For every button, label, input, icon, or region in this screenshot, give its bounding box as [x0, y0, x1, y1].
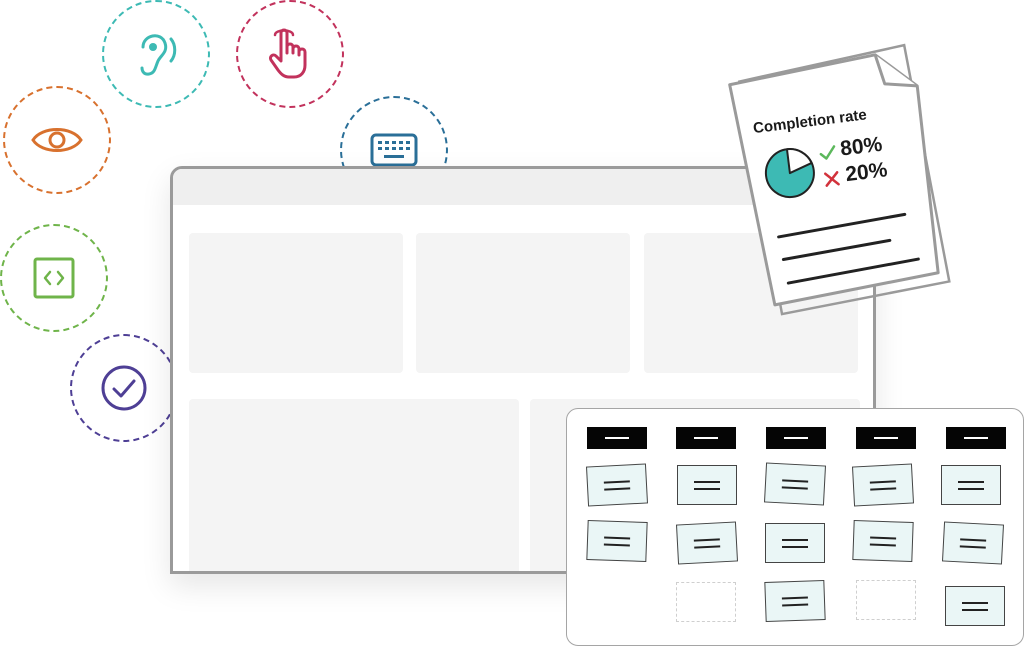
column-header	[676, 427, 736, 449]
sort-card[interactable]	[677, 465, 737, 505]
column-header	[946, 427, 1006, 449]
sort-card[interactable]	[675, 521, 739, 565]
sort-card[interactable]	[763, 462, 827, 506]
sort-card[interactable]	[586, 519, 648, 563]
column-header	[856, 427, 916, 449]
column-header	[587, 427, 647, 449]
sort-card[interactable]	[851, 463, 915, 507]
touch-icon-circle	[236, 0, 344, 108]
sort-card[interactable]	[765, 523, 825, 563]
hearing-icon-circle	[102, 0, 210, 108]
completion-pie-chart	[764, 148, 815, 199]
code-icon-circle	[0, 224, 108, 332]
empty-card-slot[interactable]	[856, 580, 916, 620]
check-icon	[101, 365, 147, 411]
fail-percentage: 20%	[844, 158, 889, 187]
pass-percentage: 80%	[838, 132, 884, 161]
eye-icon	[31, 128, 83, 152]
content-panel	[416, 233, 630, 373]
sort-card[interactable]	[945, 586, 1005, 626]
empty-card-slot[interactable]	[676, 582, 736, 622]
keyboard-icon	[370, 133, 418, 167]
code-icon	[33, 257, 75, 299]
card-sort-board	[566, 408, 1024, 646]
sort-card[interactable]	[585, 463, 649, 507]
content-panel	[189, 233, 403, 373]
sort-card[interactable]	[941, 521, 1005, 565]
sort-card[interactable]	[852, 519, 914, 563]
completion-report: Completion rate 80% 20%	[714, 32, 965, 327]
sort-card[interactable]	[941, 465, 1001, 505]
touch-icon	[269, 28, 307, 79]
eye-icon-circle	[3, 86, 111, 194]
sort-card[interactable]	[764, 579, 826, 623]
content-panel	[189, 399, 519, 571]
hearing-icon	[140, 34, 177, 76]
cross-mark-icon	[824, 171, 840, 187]
column-header	[766, 427, 826, 449]
check-icon-circle	[70, 334, 178, 442]
check-mark-icon	[819, 145, 836, 160]
